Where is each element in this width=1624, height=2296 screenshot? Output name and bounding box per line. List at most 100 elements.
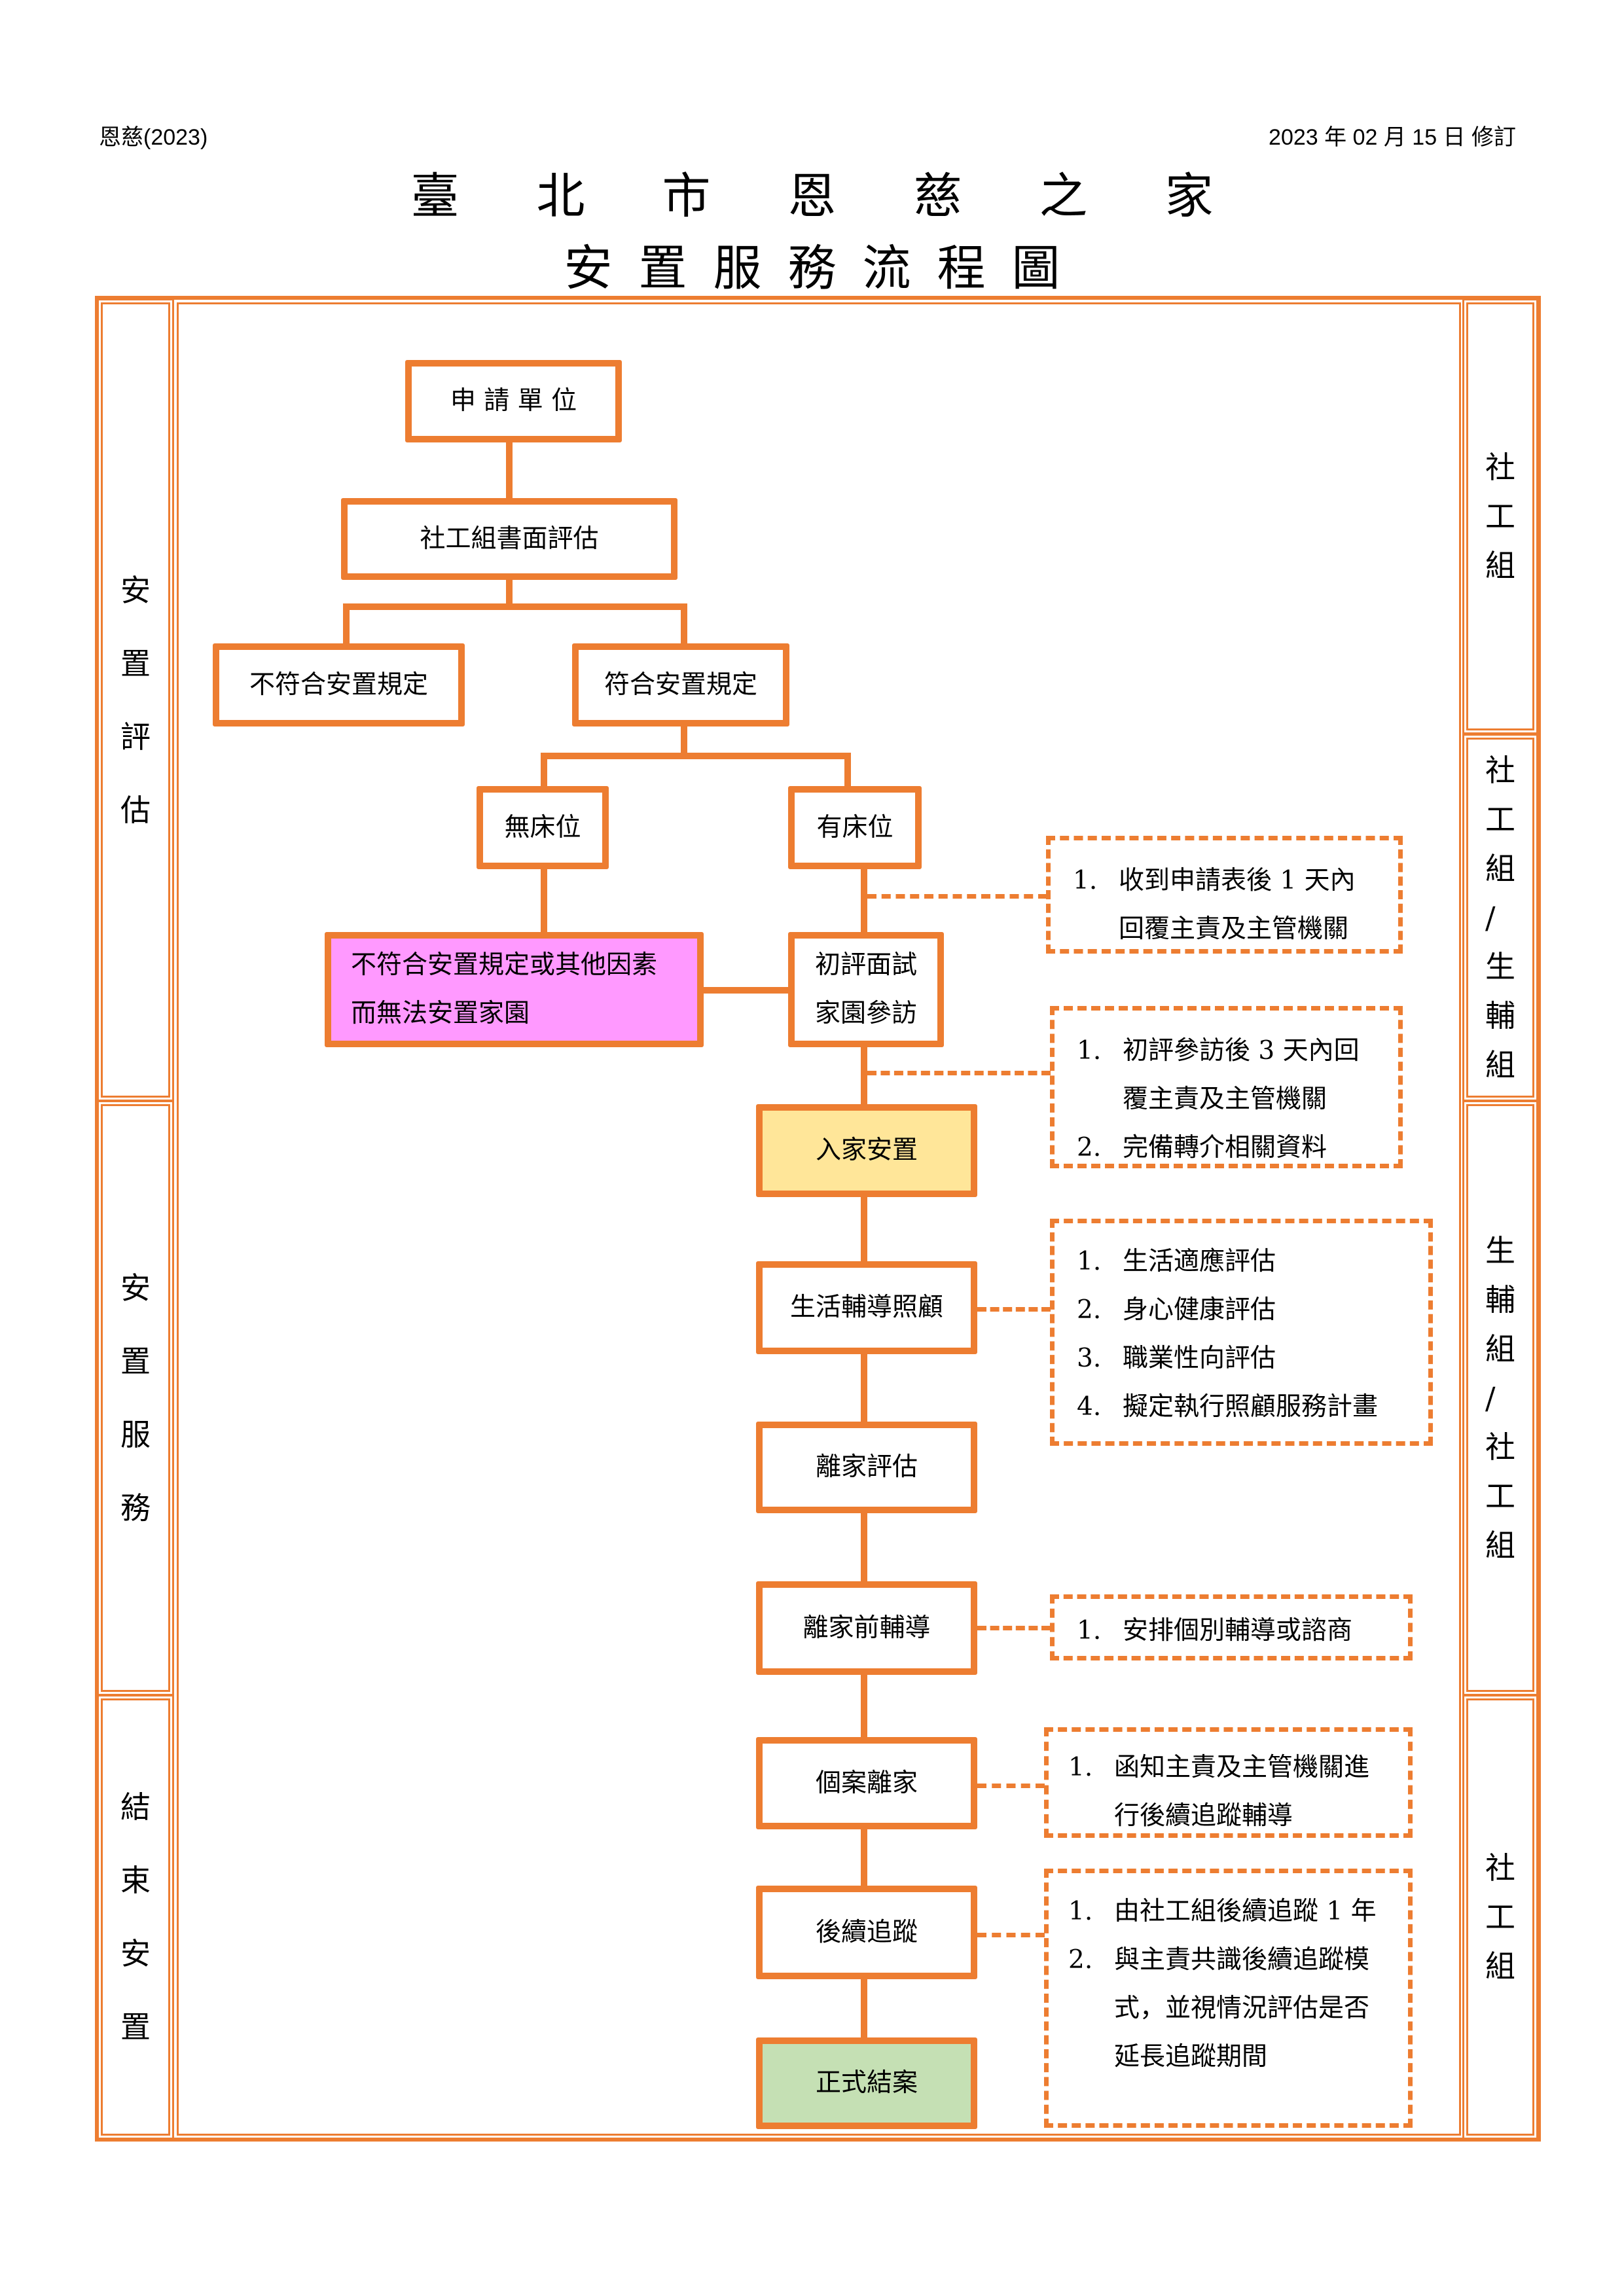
note-item: 2.身心健康評估 [1077,1286,1428,1335]
flowchart-frame [95,296,1541,2142]
note-text: 回覆主責及主管機關 [1119,914,1349,944]
dashed-connector [977,1933,1045,1937]
note-item: 式，並視情況評估是否 [1068,1984,1408,2033]
node-label: 申 請 單 位 [450,386,577,416]
label-char: 組 [1485,1331,1515,1367]
label-char: 組 [1485,1948,1515,1984]
note-number: 1. [1068,1753,1093,1782]
node-label: 社工組書面評估 [420,524,599,554]
note-number: 2. [1077,1133,1102,1162]
label-char: / [1485,899,1496,935]
dashed-connector [867,894,1047,899]
responsible-social-work-1: 社工組 [1462,298,1538,734]
note-after-has-bed: 1.收到申請表後 1 天內回覆主責及主管機關 [1046,836,1403,954]
connector-line [861,1197,867,1262]
responsible-label: 社工組/生輔組 [1485,746,1515,1090]
label-char: 組 [1485,547,1515,583]
connector-line [704,987,789,994]
node-label: 後續追蹤 [815,1917,918,1947]
responsible-label: 生輔組/社工組 [1485,1227,1515,1570]
note-text: 初評參訪後 3 天內回 [1123,1036,1360,1066]
connector-line [681,726,687,756]
label-char: 結 [120,1789,151,1825]
note-item: 2. 完備轉介相關資料 [1077,1124,1398,1172]
note-case-leave: 1. 函知主責及主管機關進行後續追蹤輔導 [1044,1727,1413,1838]
connector-line [506,442,513,499]
phase-service: 安置服務 [97,1100,174,1696]
note-text: 行後續追蹤輔導 [1114,1801,1293,1831]
label-char: 評 [120,719,151,755]
note-text: 完備轉介相關資料 [1123,1133,1327,1162]
label-char: 工 [1485,1478,1515,1514]
node-label-line: 家園參訪 [814,999,917,1028]
label-char: / [1485,1380,1496,1416]
dashed-connector [977,1626,1051,1630]
note-number [1068,1792,1114,1840]
node-label: 離家評估 [815,1452,918,1482]
label-char: 工 [1485,498,1515,534]
phase-label: 安置服務 [120,1251,151,1545]
label-char: 安 [120,1270,151,1306]
note-text: 式，並視情況評估是否 [1114,1994,1370,2023]
phase-closure: 結束安置 [97,1695,174,2140]
note-number [1068,1984,1114,2033]
revision-date: 2023 年 02 月 15 日 修訂 [1269,125,1516,150]
node-leave-assessment: 離家評估 [756,1422,977,1513]
page-title-flowchart: 安置服務流程圖 [564,240,1087,296]
note-text: 與主責共識後續追蹤模 [1114,1945,1370,1975]
document-code: 恩慈(2023) [99,125,208,150]
node-follow-up: 後續追蹤 [756,1886,977,1979]
responsible-social-life: 社工組/生輔組 [1462,734,1538,1102]
connector-line [861,1979,867,2038]
note-number [1077,1075,1123,1124]
note-item: 3.職業性向評估 [1077,1335,1428,1383]
note-item: 1. 函知主責及主管機關進 [1068,1744,1408,1792]
node-life-guidance: 生活輔導照顧 [756,1261,977,1354]
label-char: 組 [1485,1527,1515,1563]
responsible-label: 社工組 [1485,443,1515,590]
note-number: 1. [1073,866,1098,895]
note-number [1073,905,1119,954]
label-char: 社 [1485,449,1515,485]
connector-line [861,1675,867,1738]
node-apply-unit: 申 請 單 位 [405,360,622,442]
node-cannot-place: 不符合安置規定或其他因素而無法安置家園 [325,932,704,1047]
node-label: 離家前輔導 [803,1613,931,1643]
note-text: 函知主責及主管機關進 [1114,1753,1370,1782]
label-char: 生 [1485,948,1515,984]
note-text: 延長追蹤期間 [1114,2042,1268,2072]
label-char: 服 [120,1417,151,1452]
label-char: 社 [1485,752,1515,788]
connector-line [541,869,547,933]
label-char: 工 [1485,801,1515,837]
connector-line [343,603,686,610]
note-text: 身心健康評估 [1123,1295,1276,1325]
note-item: 2. 與主責共識後續追蹤模 [1068,1936,1408,1984]
connector-line [506,580,513,606]
connector-line [861,869,867,933]
phase-assessment: 安置評估 [97,298,174,1102]
node-case-closed: 正式結案 [756,2037,977,2129]
connector-line [844,753,851,787]
note-number: 1. [1077,1247,1102,1276]
responsible-social-work-2: 社工組 [1462,1695,1538,2140]
label-char: 置 [120,645,151,681]
note-item: 1.生活適應評估 [1077,1238,1428,1286]
label-char: 輔 [1485,997,1515,1033]
page-title-organization: 臺北市恩慈之家 [410,168,1291,224]
note-text: 擬定執行照顧服務計畫 [1123,1392,1379,1422]
note-item: 回覆主責及主管機關 [1073,905,1398,954]
label-char: 工 [1485,1899,1515,1935]
node-label: 入家安置 [815,1136,918,1165]
node-label-line: 不符合安置規定或其他因素 [351,950,658,980]
note-list: 1.收到申請表後 1 天內回覆主責及主管機關 [1073,857,1398,954]
note-number: 2. [1068,1945,1093,1975]
connector-line [541,753,851,759]
label-char: 社 [1485,1429,1515,1465]
